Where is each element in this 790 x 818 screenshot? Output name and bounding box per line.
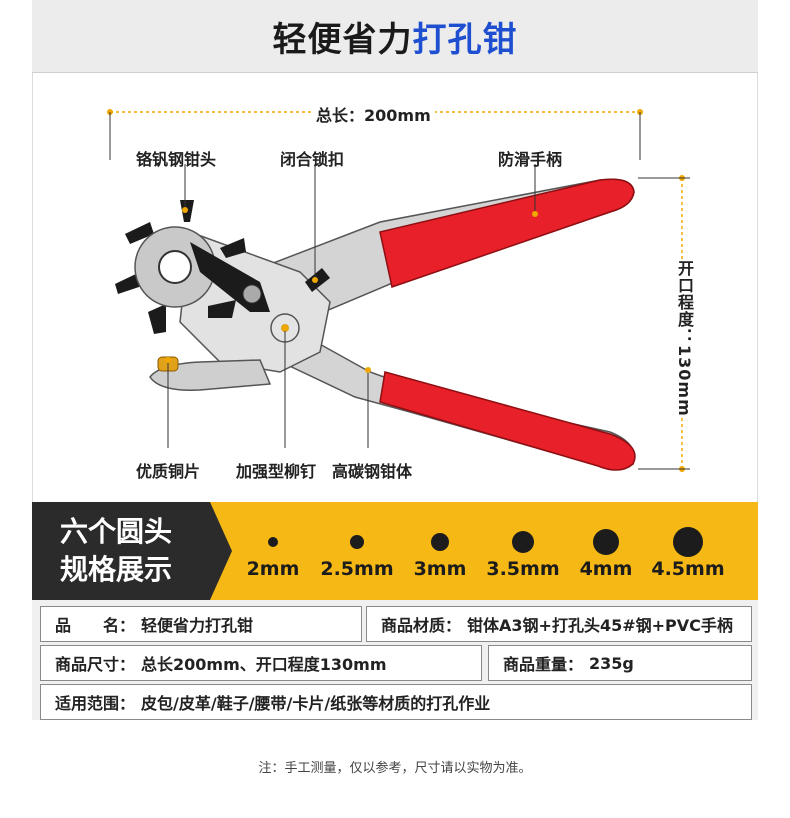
product-illustration: 总长：200mm 铬钒钢钳头 闭合锁扣 防滑手柄 开口程度：130mm 优质铜片…: [0, 72, 790, 502]
size-dot: [431, 533, 449, 551]
size-dot: [673, 527, 703, 557]
size-label: 2.5mm: [320, 558, 394, 580]
spec-material: 商品材质： 钳体A3钢+打孔头45#钢+PVC手柄: [366, 606, 752, 642]
size-label: 2mm: [246, 558, 300, 580]
frame-left: [32, 72, 33, 502]
spec-name: 品 名： 轻便省力打孔钳: [40, 606, 362, 642]
rivet-callout: 加强型柳钉: [236, 462, 317, 481]
handle-callout: 防滑手柄: [498, 150, 563, 169]
spec-weight-key: 商品重量：: [503, 655, 584, 674]
spec-weight-value: 235g: [589, 653, 634, 673]
size-showcase: 六个圆头 规格展示 2mm 2.5mm 3mm 3.5mm 4mm 4.5mm: [32, 502, 758, 600]
size-dot: [593, 529, 619, 555]
size-heading-line1: 六个圆头: [60, 515, 173, 548]
size-dot: [350, 535, 364, 549]
size-label: 4mm: [579, 558, 633, 580]
total-length-label: 总长：200mm: [312, 102, 435, 126]
spec-weight: 商品重量： 235g: [488, 645, 752, 681]
spec-material-key: 商品材质：: [381, 616, 462, 635]
spec-usage: 适用范围： 皮包/皮革/鞋子/腰带/卡片/纸张等材质的打孔作业: [40, 684, 752, 720]
frame-right: [757, 72, 758, 502]
size-heading: 六个圆头 规格展示: [32, 502, 232, 600]
lock-callout: 闭合锁扣: [280, 150, 345, 169]
body-callout: 高碳钢钳体: [332, 462, 413, 481]
measurement-note: 注：手工测量，仅以参考，尺寸请以实物为准。: [258, 761, 532, 776]
spec-usage-key: 适用范围：: [55, 694, 136, 713]
spec-usage-value: 皮包/皮革/鞋子/腰带/卡片/纸张等材质的打孔作业: [141, 694, 491, 713]
spec-material-value: 钳体A3钢+打孔头45#钢+PVC手柄: [467, 616, 733, 635]
title-blue: 打孔钳: [412, 19, 518, 60]
head-callout: 铬钒钢钳头: [136, 150, 217, 169]
spec-size: 商品尺寸： 总长200mm、开口程度130mm: [40, 645, 482, 681]
size-dot: [268, 537, 278, 547]
title-dark: 轻便省力: [272, 19, 413, 60]
spec-name-key: 品 名：: [55, 616, 136, 635]
copper-callout: 优质铜片: [136, 462, 201, 481]
size-label: 4.5mm: [651, 558, 725, 580]
plier-drawing: [107, 109, 690, 472]
size-label: 3.5mm: [486, 558, 560, 580]
size-label: 3mm: [413, 558, 467, 580]
size-heading-line2: 规格展示: [60, 553, 173, 586]
spec-size-key: 商品尺寸：: [55, 655, 136, 674]
spec-name-value: 轻便省力打孔钳: [141, 616, 254, 635]
size-dot: [512, 531, 534, 553]
page-title: 轻便省力打孔钳: [32, 0, 758, 73]
opening-label: 开口程度：130mm: [672, 260, 696, 417]
spec-size-value: 总长200mm、开口程度130mm: [141, 655, 387, 674]
